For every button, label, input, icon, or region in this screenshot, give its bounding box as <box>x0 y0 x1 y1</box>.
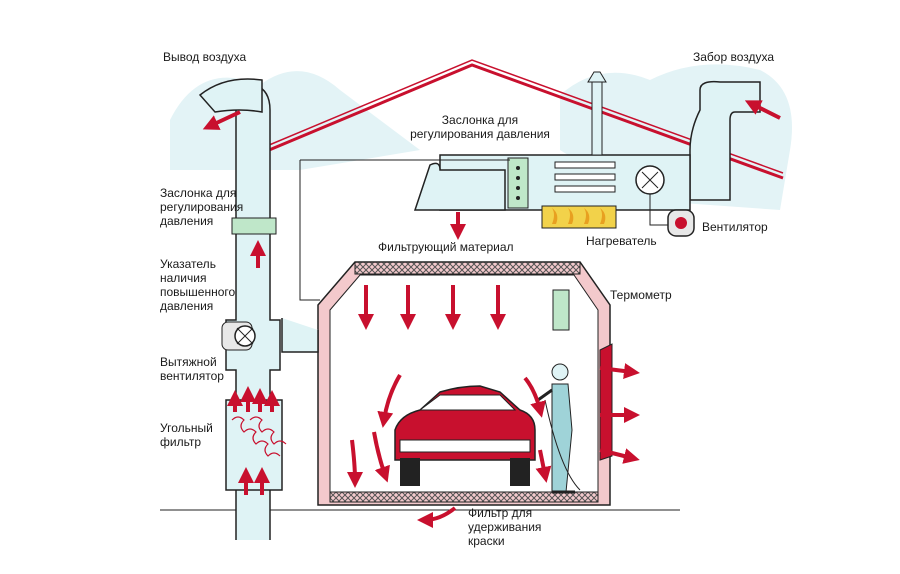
painter <box>537 363 575 494</box>
label-damper-top: Заслонка для регулирования давления <box>410 113 550 141</box>
car <box>394 385 536 486</box>
label-damper-left: Заслонка для регулирования давления <box>160 186 244 228</box>
label-fan: Вентилятор <box>702 220 768 234</box>
control-line <box>299 160 320 301</box>
label-heater: Нагреватель <box>586 234 657 248</box>
label-exhaust-fan: Вытяжной вентилятор <box>160 355 224 383</box>
intake-fan <box>635 165 695 237</box>
label-pressure-indicator: Указатель наличия повышенного давления <box>160 257 236 313</box>
airflow-arrows <box>202 100 781 528</box>
louvers <box>554 161 616 193</box>
paint-filter <box>329 491 599 503</box>
roof <box>261 63 784 180</box>
damper-top <box>507 157 529 209</box>
chimney <box>591 79 603 156</box>
spray-hose <box>544 399 581 491</box>
label-thermometer: Термометр <box>610 288 672 302</box>
label-carbon-filter: Угольный фильтр <box>160 421 213 449</box>
label-paint-filter: Фильтр для удерживания краски <box>468 506 542 548</box>
label-air-intake: Забор воздуха <box>693 50 775 64</box>
carbon-filter <box>225 399 287 491</box>
exhaust-fan <box>221 321 256 351</box>
label-air-outlet: Вывод воздуха <box>163 50 247 64</box>
filter-material <box>354 261 581 275</box>
heater <box>541 205 617 229</box>
booth-door <box>599 343 613 461</box>
drain-pipe <box>281 318 319 353</box>
pressure-indicator <box>231 217 277 235</box>
thermometer <box>552 289 570 331</box>
label-filter-material: Фильтрующий материал <box>378 240 514 254</box>
